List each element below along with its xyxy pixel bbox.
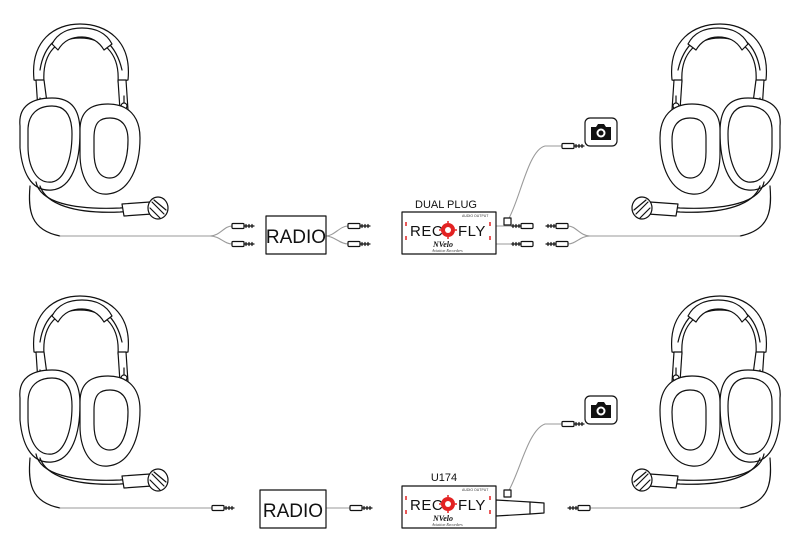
- headset-left-top: [19, 23, 169, 237]
- red-record-icon-top: [439, 221, 457, 239]
- top-diagram: RADIO DUAL PLUG AUDIO OUTPUT REC FLY NVe…: [19, 23, 781, 255]
- device-fly-text-bottom: FLY: [458, 497, 486, 514]
- radio-label-top: RADIO: [266, 227, 326, 248]
- brand-logo-bottom: NVelo: [432, 514, 453, 523]
- radio-box-bottom: RADIO: [259, 489, 327, 529]
- radio-box-top: RADIO: [265, 215, 327, 255]
- bottom-diagram: RADIO U174 AUDIO OUTPUT REC FLY NVelo Av…: [19, 295, 781, 529]
- headset-left-bottom: [19, 295, 169, 509]
- device-rec-text-top: REC: [410, 223, 443, 240]
- device-fly-text-top: FLY: [458, 223, 486, 240]
- recfly-device-top: AUDIO OUTPUT REC FLY NVelo Aviation Reco…: [401, 211, 497, 255]
- headset-right-top: [631, 23, 781, 237]
- plug-label-bottom: U174: [431, 472, 457, 484]
- camera-icon-top: [584, 117, 618, 147]
- brand-sub-top: Aviation Recorders: [431, 248, 463, 253]
- radio-label-bottom: RADIO: [263, 501, 323, 522]
- camera-icon-bottom: [584, 395, 618, 425]
- red-record-icon-bottom: [439, 495, 457, 513]
- audio-output-label-top: AUDIO OUTPUT: [462, 214, 489, 218]
- recfly-device-bottom: AUDIO OUTPUT REC FLY NVelo Aviation Reco…: [401, 485, 497, 529]
- brand-sub-bottom: Aviation Recorders: [431, 522, 463, 527]
- brand-logo-top: NVelo: [432, 240, 453, 249]
- audio-output-label-bottom: AUDIO OUTPUT: [462, 488, 489, 492]
- plug-label-top: DUAL PLUG: [415, 199, 477, 211]
- headset-right-bottom: [631, 295, 781, 509]
- device-rec-text-bottom: REC: [410, 497, 443, 514]
